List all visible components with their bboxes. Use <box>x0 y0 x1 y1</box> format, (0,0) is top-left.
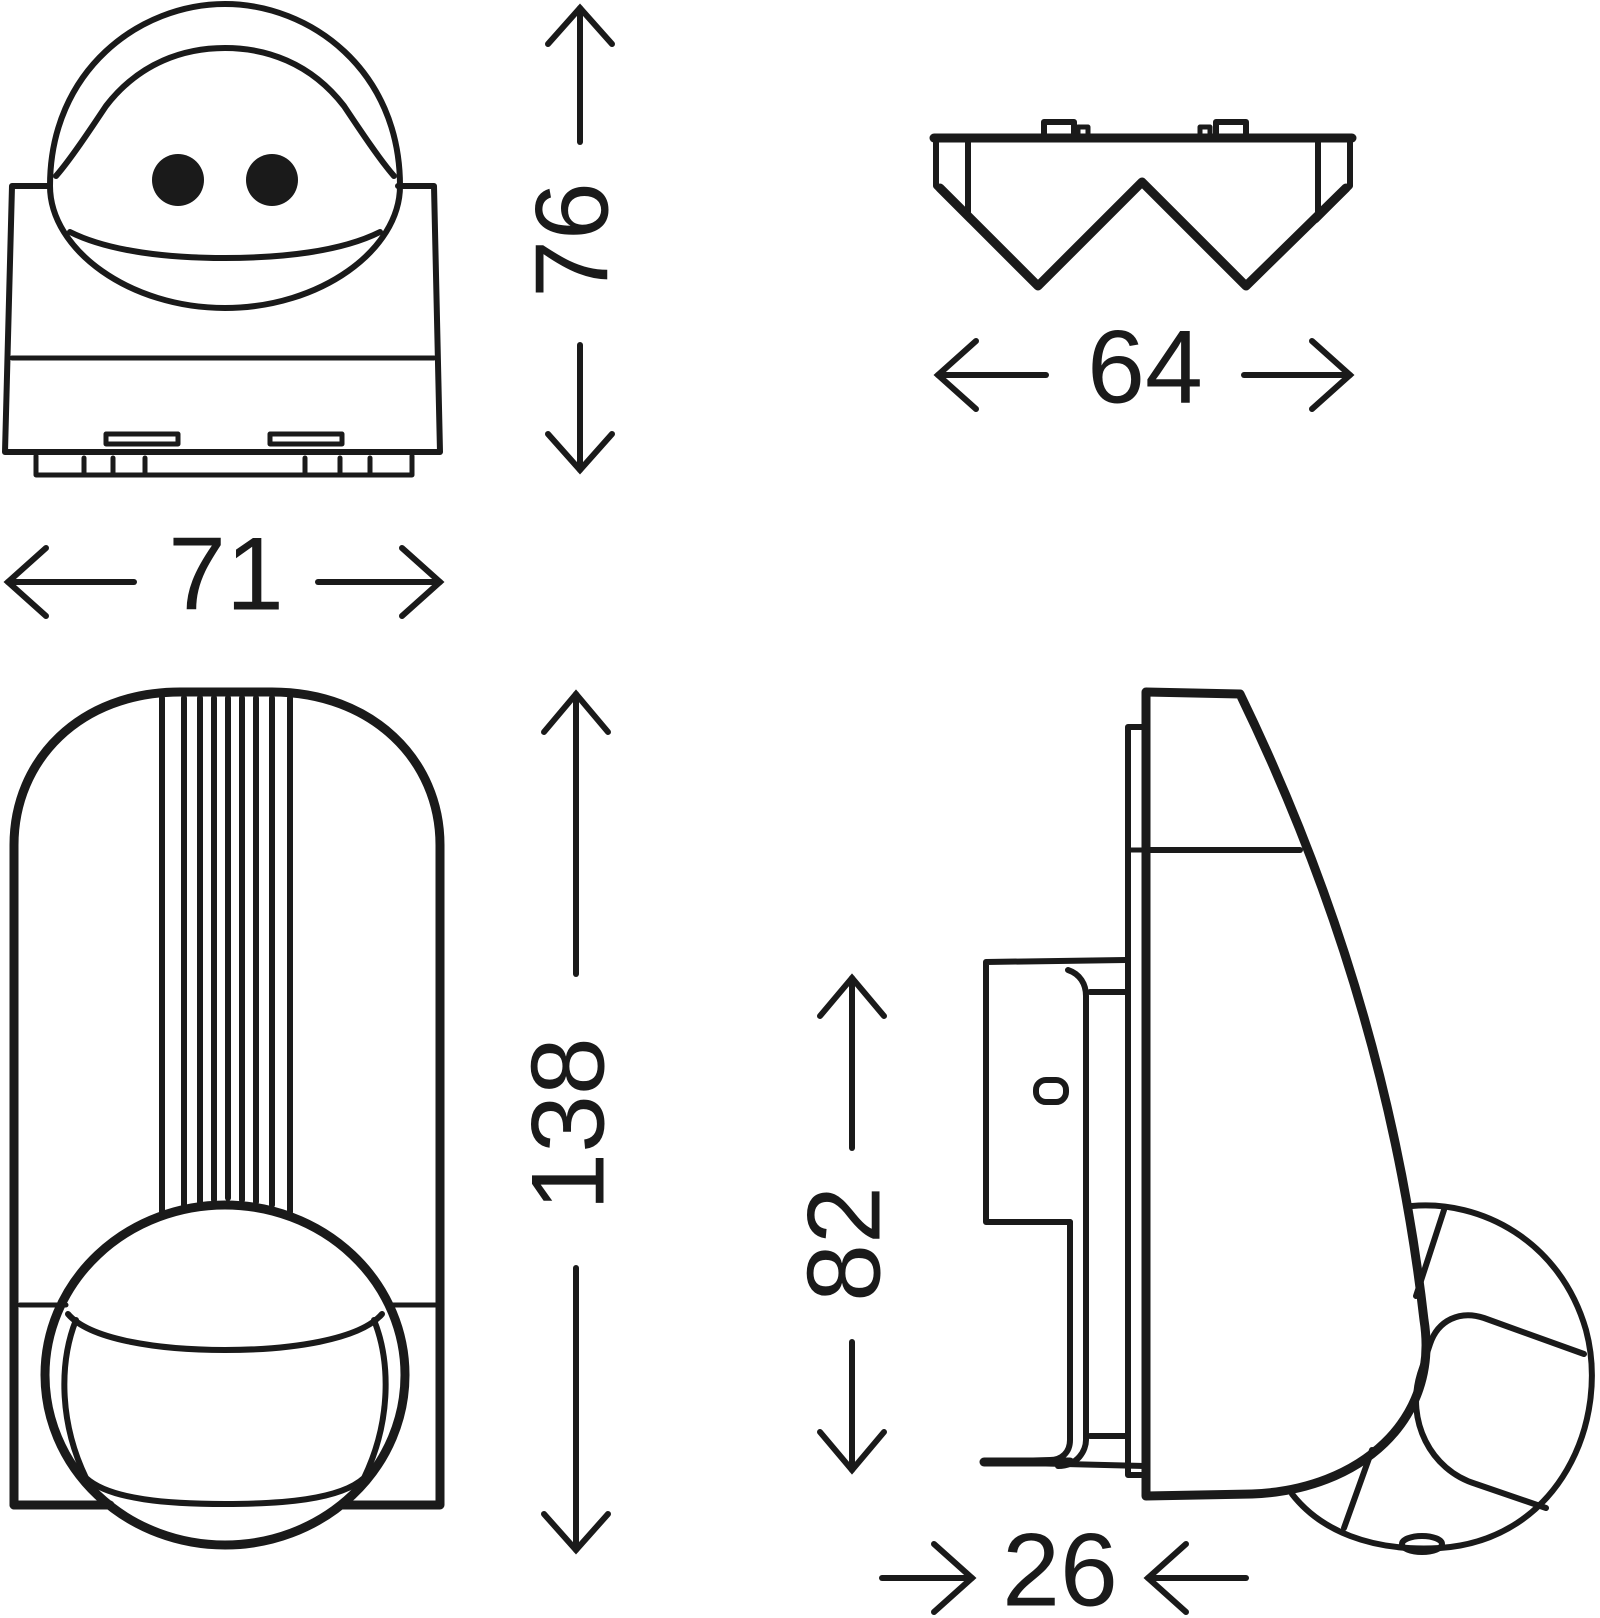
arrow-down-icon <box>817 1429 887 1475</box>
sensor-lens <box>1413 1312 1587 1511</box>
housing-outline <box>2 183 443 455</box>
dimension-width-71: 71 <box>3 516 445 632</box>
sphere-upper-band <box>65 1311 385 1353</box>
arrow-right-icon <box>399 545 445 619</box>
arrow-up-icon <box>817 973 887 1019</box>
top-view <box>929 119 1357 291</box>
arrow-left-icon <box>1143 1541 1189 1615</box>
lens-dot-right <box>246 154 298 206</box>
vertical-ribs <box>159 695 293 1215</box>
front-top-view <box>2 1 443 478</box>
arrow-down-icon <box>545 431 615 475</box>
sensor-head-outline <box>1289 1202 1595 1552</box>
sensor-sphere <box>40 1200 410 1550</box>
zigzag-profile <box>935 177 1351 291</box>
mount-bracket <box>983 957 1129 1225</box>
body-outline <box>1141 687 1431 1501</box>
arrow-up-icon <box>541 689 611 735</box>
mounting-tab-left <box>103 431 181 447</box>
arrow-left-icon <box>3 545 49 619</box>
dimension-height-82: 82 <box>786 973 902 1475</box>
arrow-right-icon <box>1309 338 1355 412</box>
dome-lower-band <box>67 229 383 261</box>
screw-slot <box>1033 1077 1069 1105</box>
front-view <box>9 687 445 1550</box>
arrow-down-icon <box>541 1511 611 1555</box>
dimension-label: 64 <box>1087 309 1203 425</box>
arrow-up-icon <box>545 3 615 47</box>
clip-right <box>1213 119 1249 139</box>
dimension-label: 82 <box>786 1186 902 1302</box>
base-plate <box>33 453 415 478</box>
side-view <box>979 687 1595 1555</box>
dimension-width-64: 64 <box>933 309 1355 425</box>
sphere-lower-band <box>83 1475 367 1507</box>
bottom-screw <box>1399 1533 1445 1555</box>
dimension-label: 26 <box>1002 1512 1118 1618</box>
dimension-height-76: 76 <box>514 3 630 475</box>
sensor-dome <box>47 1 403 311</box>
lens-dot-left <box>152 154 204 206</box>
dimension-label: 138 <box>510 1037 626 1211</box>
dimension-depth-26: 26 <box>879 1512 1249 1618</box>
dimension-label: 71 <box>168 516 284 632</box>
clip-left <box>1041 119 1077 139</box>
arrow-right-icon <box>931 1541 977 1615</box>
body-outline <box>9 687 445 1510</box>
arrow-left-icon <box>933 338 979 412</box>
dimension-height-138: 138 <box>510 689 626 1555</box>
dome-upper-band <box>53 45 397 179</box>
mounting-tab-right <box>267 431 345 447</box>
dimension-label: 76 <box>514 182 630 298</box>
